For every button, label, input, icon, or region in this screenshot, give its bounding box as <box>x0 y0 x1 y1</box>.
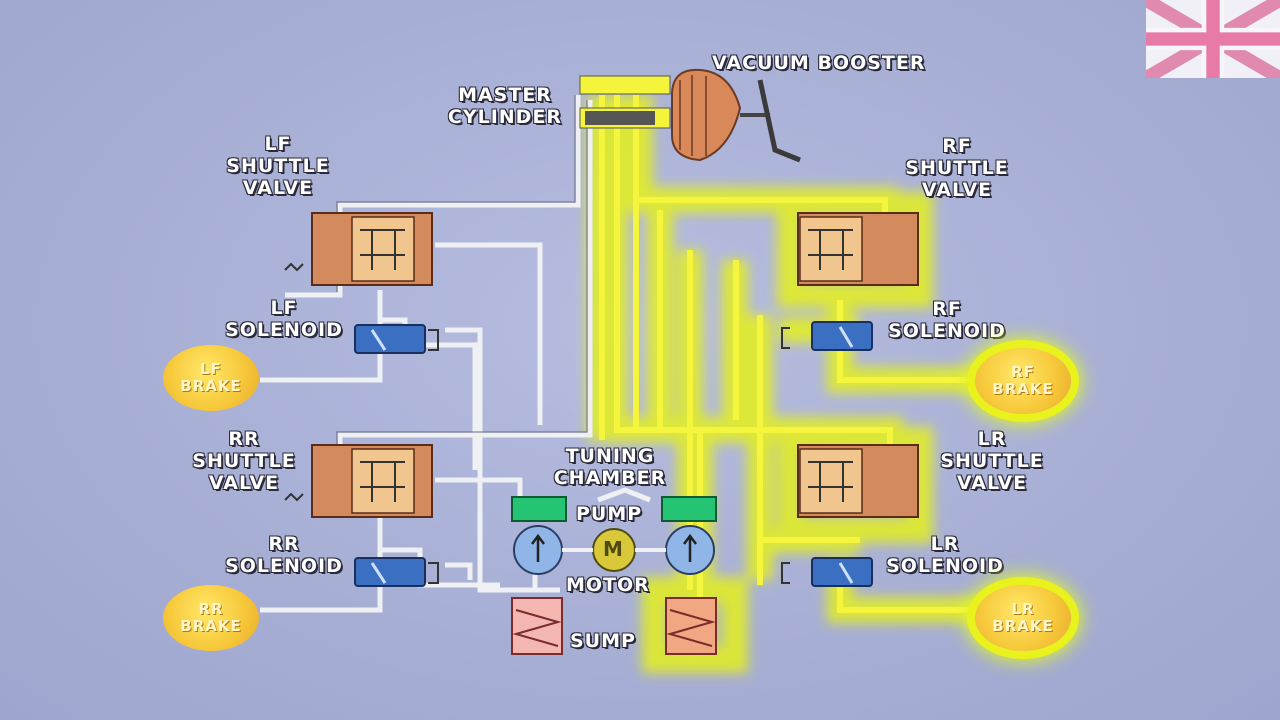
pump-label: PUMP <box>576 503 643 525</box>
motor-symbol: M <box>603 537 624 561</box>
motor-label: MOTOR <box>566 574 650 596</box>
vacuum-booster-label: VACUUM BOOSTER <box>712 52 926 74</box>
lr-shuttle-valve <box>797 444 919 518</box>
rf-solenoid <box>781 321 873 351</box>
rf-shuttle-valve <box>797 212 919 286</box>
sump-label: SUMP <box>570 630 636 652</box>
rr-shuttle-valve <box>284 444 433 518</box>
motor <box>562 528 666 572</box>
right-sump <box>665 597 717 655</box>
rr-solenoid <box>354 557 439 587</box>
lf-solenoid <box>354 324 439 354</box>
left-sump <box>511 597 563 655</box>
lf-shuttle-valve <box>284 212 433 286</box>
union-jack-flag-icon <box>1146 0 1280 78</box>
vacuum-booster <box>671 68 801 163</box>
lr-solenoid <box>781 557 873 587</box>
master-cylinder <box>579 75 671 129</box>
left-pump <box>511 496 567 575</box>
right-pump <box>661 496 717 575</box>
